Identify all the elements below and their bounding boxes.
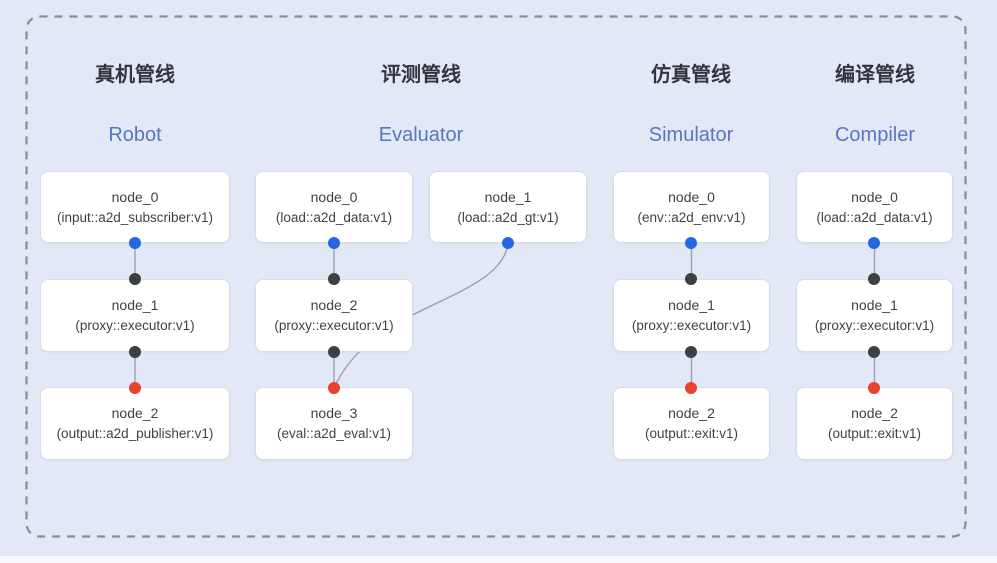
simulator-title-cn: 仿真管线 — [651, 64, 731, 86]
port-dot-dark — [685, 346, 697, 358]
node-type: (load::a2d_data:v1) — [816, 209, 933, 225]
node-type: (load::a2d_gt:v1) — [457, 209, 559, 225]
robot-node-0: node_0 (input::a2d_subscriber:v1) — [40, 171, 230, 243]
node-name: node_0 — [851, 188, 898, 205]
node-type: (proxy::executor:v1) — [814, 318, 935, 333]
port-dot-dark — [685, 273, 697, 285]
port-dot-dark — [129, 273, 141, 285]
evaluator-node-3: node_3 (eval::a2d_eval:v1) — [255, 387, 413, 460]
node-type: (output::exit:v1) — [644, 426, 739, 441]
evaluator-node-2: node_2 (proxy::executor:v1) — [255, 279, 413, 352]
port-dot-blue — [129, 237, 141, 249]
robot-node-1: node_1 (proxy::executor:v1) — [40, 279, 230, 352]
compiler-node-1: node_1 (proxy::executor:v1) — [796, 279, 953, 352]
evaluator-title-en: Evaluator — [378, 124, 464, 146]
node-type: (proxy::executor:v1) — [631, 318, 752, 333]
page-bottom-strip — [0, 556, 997, 563]
compiler-node-0: node_0 (load::a2d_data:v1) — [796, 171, 953, 243]
node-name: node_1 — [484, 188, 532, 205]
port-dot-dark — [129, 346, 141, 358]
dashed-frame — [25, 15, 967, 538]
simulator-node-1: node_1 (proxy::executor:v1) — [613, 279, 770, 352]
node-type: (output::a2d_publisher:v1) — [56, 426, 214, 441]
node-type: (output::exit:v1) — [827, 426, 922, 441]
port-dot-dark — [868, 346, 880, 358]
port-dot-dark — [328, 273, 340, 285]
evaluator-node-0: node_0 (load::a2d_data:v1) — [255, 171, 413, 243]
node-name: node_1 — [668, 297, 715, 313]
robot-title-en: Robot — [108, 124, 162, 146]
node-name: node_2 — [111, 405, 159, 421]
port-dot-blue — [868, 237, 880, 249]
robot-node-2: node_2 (output::a2d_publisher:v1) — [40, 387, 230, 460]
port-dot-dark — [328, 346, 340, 358]
node-type: (env::a2d_env:v1) — [637, 209, 746, 225]
node-name: node_2 — [851, 405, 898, 421]
port-dot-red — [868, 382, 880, 394]
evaluator-node-1: node_1 (load::a2d_gt:v1) — [429, 171, 587, 243]
simulator-node-2: node_2 (output::exit:v1) — [613, 387, 770, 460]
simulator-node-0: node_0 (env::a2d_env:v1) — [613, 171, 770, 243]
port-dot-blue — [685, 237, 697, 249]
node-type: (input::a2d_subscriber:v1) — [56, 209, 214, 225]
node-name: node_3 — [310, 405, 358, 421]
evaluator-title-cn: 评测管线 — [381, 64, 461, 86]
node-name: node_1 — [851, 297, 898, 313]
simulator-title-en: Simulator — [648, 124, 734, 146]
compiler-node-2: node_2 (output::exit:v1) — [796, 387, 953, 460]
node-type: (proxy::executor:v1) — [274, 318, 394, 333]
node-name: node_0 — [111, 188, 159, 205]
node-name: node_2 — [668, 405, 715, 421]
node-name: node_2 — [310, 297, 358, 313]
port-dot-red — [685, 382, 697, 394]
port-dot-red — [328, 382, 340, 394]
node-name: node_0 — [668, 188, 715, 205]
node-type: (proxy::executor:v1) — [75, 318, 195, 333]
node-type: (eval::a2d_eval:v1) — [276, 426, 392, 441]
node-name: node_1 — [111, 297, 159, 313]
edge-evaluator-1-3-curve — [333, 242, 510, 388]
port-dot-blue — [328, 237, 340, 249]
node-name: node_0 — [310, 188, 358, 205]
port-dot-blue — [502, 237, 514, 249]
robot-title-cn: 真机管线 — [95, 64, 175, 86]
compiler-title-cn: 编译管线 — [835, 64, 915, 86]
port-dot-dark — [868, 273, 880, 285]
port-dot-red — [129, 382, 141, 394]
compiler-title-en: Compiler — [834, 124, 916, 146]
node-type: (load::a2d_data:v1) — [275, 209, 393, 225]
